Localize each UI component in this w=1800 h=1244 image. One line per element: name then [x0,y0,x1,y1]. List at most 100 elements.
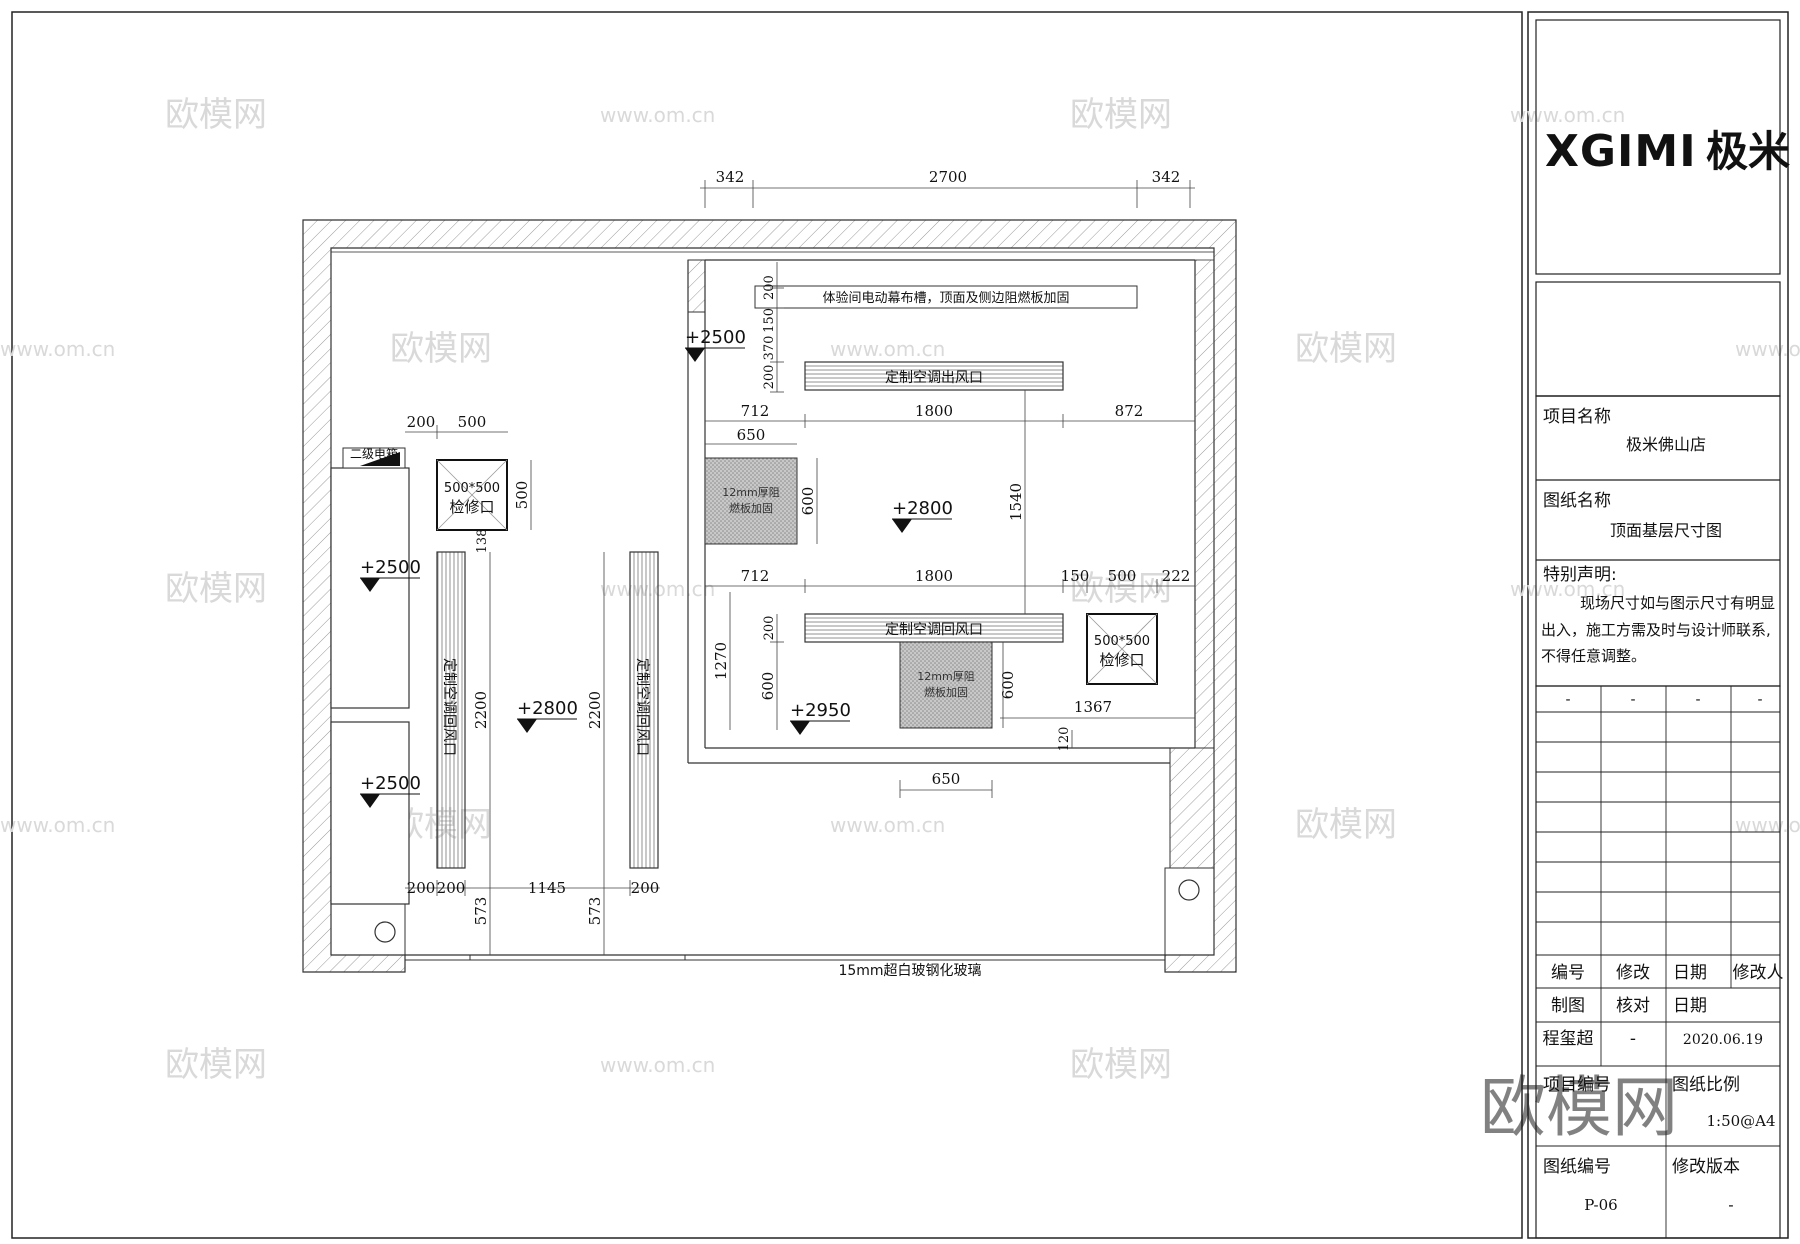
level-marker-l2: +2500 [360,557,421,592]
dim-text: 712 [741,402,770,420]
sheet-frame [11,11,1523,1239]
dim-text: 2700 [929,168,967,186]
watermark-text: 欧模网 [1295,329,1397,369]
dim-text: 600 [999,671,1017,700]
dim-text: 222 [1162,567,1191,585]
access-2-label-line1: 500*500 [1094,634,1150,649]
watermarks: 欧模网 www.om.cn 欧模网 www.om.cn www.om.cn 欧模… [0,95,1800,1085]
svg-text:+2500: +2500 [685,327,746,348]
watermark-text: 欧模网 [165,1045,267,1085]
dim-text: 1800 [915,402,953,420]
board-1-label-line2: 燃板加固 [729,501,773,515]
dim-text: 200 [631,879,660,897]
svg-text:+2800: +2800 [517,698,578,719]
ac-outlet-label: 定制空调出风口 [885,370,983,386]
watermark-url: www.om.cn [1735,813,1800,837]
checker-label: 核对 [1616,996,1650,1016]
dim-text: 200 [407,413,436,431]
project-value: 极米佛山店 [1626,435,1706,454]
watermark-url: www.om.cn [1510,577,1625,601]
note-line-1: 现场尺寸如与图示尺寸有明显 [1580,594,1775,612]
access-1-label-line1: 500*500 [444,481,500,496]
ac-return-v2-label: 定制空调回风口 [634,658,650,756]
level-marker-l6: +2950 [790,700,851,735]
watermark-text: 欧模网 [1295,805,1397,845]
plan-elements [436,285,1158,869]
watermark-url: www.om.cn [1510,103,1625,127]
note-line-3: 不得任意调整。 [1541,647,1646,665]
fireproof-board-1 [704,457,798,545]
ac-return-v1-label: 定制空调回风口 [441,658,457,756]
svg-text:+2500: +2500 [360,773,421,794]
dim-text: 573 [472,897,490,926]
ac-return-label: 定制空调回风口 [885,622,983,638]
note-line-2: 出入，施工方需及时与设计师联系, [1541,621,1771,639]
watermark-text: 欧模网 [165,95,267,135]
watermark-url: www.om.cn [830,813,945,837]
watermark-text: 欧模网 [390,329,492,369]
board-1-label-line1: 12mm厚阻 [722,486,779,499]
rev-header-no: 编号 [1551,963,1585,983]
board-2-label-line2: 燃板加固 [924,685,968,699]
dim-text: 200 [762,616,777,641]
date-value: 2020.06.19 [1683,1032,1763,1048]
rev-dash: - [1565,692,1570,708]
dim-text: 342 [1152,168,1181,186]
watermark-text: 欧模网 [1070,1045,1172,1085]
drawing-name-value: 顶面基层尺寸图 [1610,521,1722,540]
drawer-label: 制图 [1551,996,1585,1016]
level-marker-l3: +2500 [360,773,421,808]
project-no-label: 项目编号 [1543,1075,1611,1095]
sheet-no-value: P-06 [1584,1196,1617,1214]
watermark-url: www.om.cn [600,1053,715,1077]
rev-header-change: 修改 [1616,963,1650,983]
dim-text: 712 [741,567,770,585]
dim-text: 500 [458,413,487,431]
access-hatch-2 [1086,613,1158,685]
ac-return-horizontal [804,613,1064,643]
scale-value: 1:50@A4 [1706,1112,1775,1130]
dim-text: 120 [1057,727,1072,752]
note-label: 特别声明: [1543,565,1617,585]
ac-outlet [804,361,1064,391]
rev-dash: - [1757,692,1762,708]
rev-dash: - [1630,692,1635,708]
dim-text: 650 [737,426,766,444]
title-block [1535,19,1781,1239]
svg-text:+2950: +2950 [790,700,851,721]
dim-text: 200 [762,365,777,390]
dim-text: 600 [759,672,777,701]
access-2-label-line2: 检修口 [1099,651,1144,669]
dim-text: 872 [1115,402,1144,420]
large-watermark: 欧模网 [1480,1069,1678,1146]
project-label: 项目名称 [1543,407,1611,427]
svg-text:+2800: +2800 [892,498,953,519]
fireproof-board-2 [899,641,993,729]
dim-text: 500 [1108,567,1137,585]
dim-text: 573 [586,897,604,926]
watermark-text: 欧模网 [1070,95,1172,135]
rev-header-date: 日期 [1673,963,1707,983]
watermark-url: www.om.cn [0,813,115,837]
level-marker-l5: +2800 [517,698,578,733]
dim-text: 2200 [586,691,604,729]
access-1-label-line2: 检修口 [449,498,494,516]
dim-text: 500 [513,481,531,510]
watermark-text: 欧模网 [165,569,267,609]
sheet-no-label: 图纸编号 [1543,1157,1611,1177]
dim-text: 200 [762,275,777,300]
dim-text: 200 [407,879,436,897]
dimension-lines [405,180,1195,955]
glass-label: 15mm超白玻钢化玻璃 [838,962,981,979]
drawer-value: 程玺超 [1543,1029,1594,1049]
dim-text: 1270 [712,642,730,680]
scale-label: 图纸比例 [1672,1075,1740,1095]
drawing-name-label: 图纸名称 [1543,491,1611,511]
rev-header-editor: 修改人 [1733,963,1784,983]
dim-text: 1540 [1007,483,1025,521]
dim-text: 650 [932,770,961,788]
dim-text: 342 [716,168,745,186]
watermark-url: www.om.cn [600,103,715,127]
watermark-url: www.om.cn [1735,337,1800,361]
